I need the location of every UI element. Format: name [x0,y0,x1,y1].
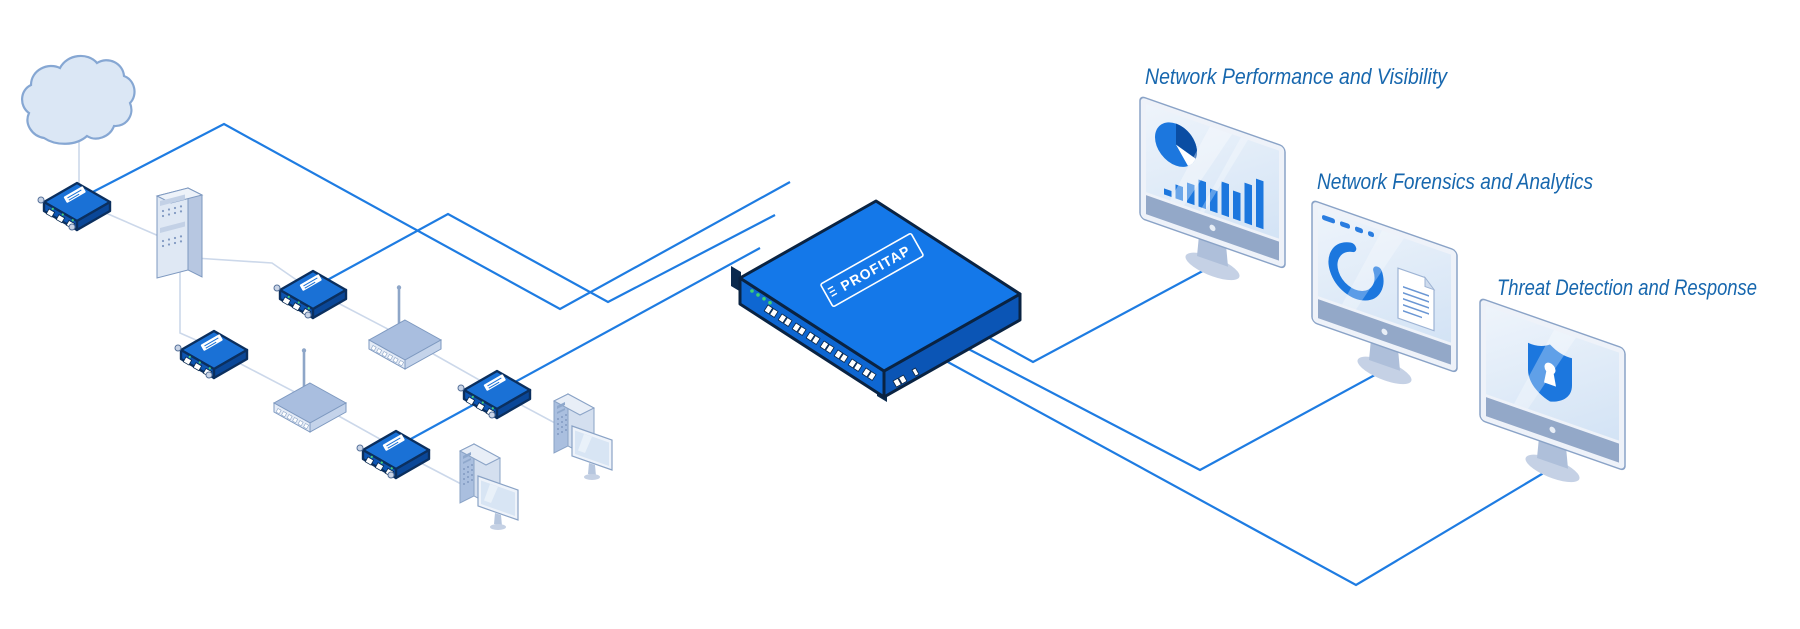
caption-threat: Threat Detection and Response [1497,275,1757,300]
monitoring-links [84,122,1553,587]
broker-ports [763,304,920,388]
shield-lock-icon [1528,342,1572,402]
status-leds [750,289,772,305]
network-tap-5 [355,429,431,480]
link-broker-monitor3 [934,354,1553,587]
monitor-performance [1139,95,1286,303]
loading-ring-icon [1328,242,1384,301]
wireless-router-1 [367,283,443,371]
cloud [21,54,136,145]
network-tap-1 [36,181,112,232]
link-broker-monitor2 [954,341,1385,472]
network-tap-2 [272,269,348,320]
network-tap-3 [173,329,249,380]
link-tap5-tap4-broker [397,247,761,447]
caption-forensics: Network Forensics and Analytics [1317,169,1593,194]
workstation-2 [553,393,613,481]
link-tap1-broker [84,122,791,311]
network-tap-4 [456,369,532,420]
link-tap2-broker [319,212,776,304]
workstation-1 [459,443,519,531]
caption-performance: Network Performance and Visibility [1145,64,1449,89]
monitor-threat [1479,297,1626,505]
document-icon [1397,267,1436,332]
pie-chart-icon [1155,122,1197,167]
packet-broker-appliance: PROFITAP [731,199,1022,402]
wireless-router-2 [272,346,348,434]
bar-chart [1164,178,1264,230]
server-rack [155,187,204,279]
dashed-progress-icon [1322,215,1374,238]
rack-ports [161,205,183,248]
link-broker-monitor1 [974,265,1213,364]
monitor-forensics [1311,199,1458,407]
